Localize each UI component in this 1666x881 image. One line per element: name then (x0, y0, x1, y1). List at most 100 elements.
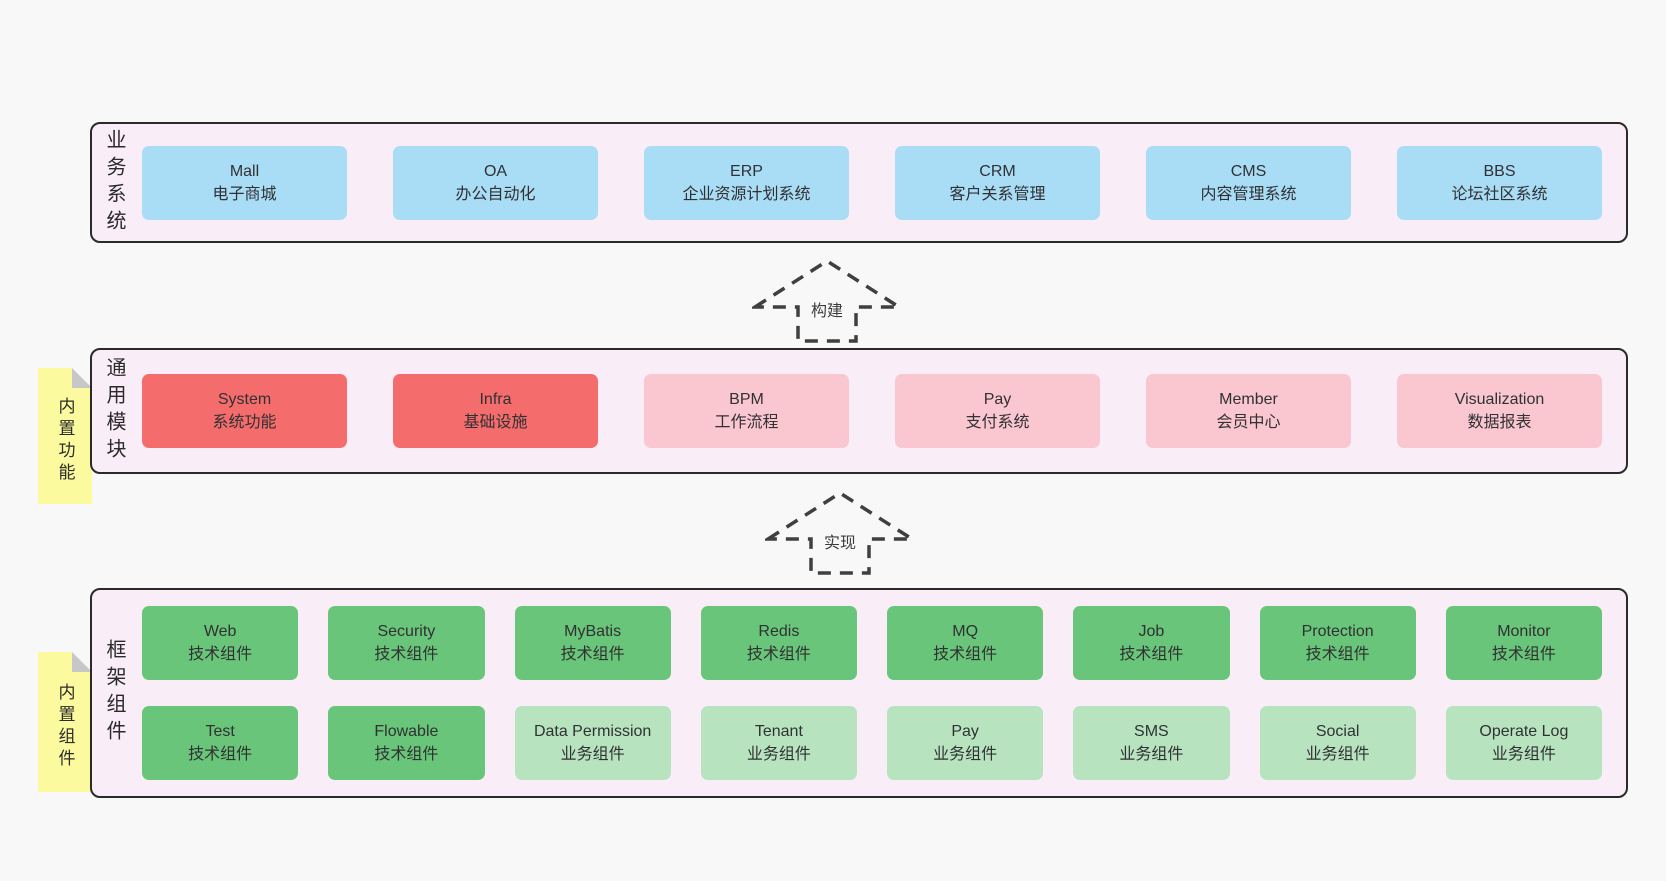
build-arrow: 构建 (752, 256, 902, 344)
module-subtitle: 工作流程 (714, 414, 779, 431)
module-title: BBS (1483, 162, 1516, 180)
module-title: Data Permission (533, 723, 652, 740)
module-subtitle: 技术组件 (374, 746, 439, 763)
module-box-tenant: Tenant 业务组件 (700, 706, 857, 780)
module-title: System (217, 391, 272, 408)
module-box-flowable: Flowable 技术组件 (328, 706, 485, 780)
module-title: Mall (229, 162, 260, 180)
module-subtitle: 内容管理系统 (1200, 185, 1297, 203)
module-subtitle: 系统功能 (212, 414, 277, 431)
module-title: Security (377, 623, 436, 640)
module-title: Pay (983, 391, 1012, 408)
module-subtitle: 技术组件 (933, 646, 998, 663)
module-subtitle: 基础设施 (463, 414, 528, 431)
module-subtitle: 企业资源计划系统 (682, 185, 811, 203)
module-title: Test (205, 723, 235, 740)
up-block-arrow-icon (752, 258, 902, 343)
layer-label-business-systems: 业务系统 (103, 128, 125, 237)
layer-label-framework-components: 框架组件 (103, 639, 125, 747)
module-subtitle: 业务组件 (746, 746, 811, 763)
module-subtitle: 办公自动化 (455, 185, 536, 203)
module-box-bbs: BBS 论坛社区系统 (1397, 145, 1602, 220)
module-title: OA (483, 162, 508, 180)
module-box-pay: Pay 支付系统 (895, 374, 1100, 448)
module-subtitle: 业务组件 (1119, 746, 1184, 763)
module-title: Tenant (754, 723, 803, 740)
module-box-erp: ERP 企业资源计划系统 (644, 145, 849, 220)
module-box-monitor: Monitor 技术组件 (1445, 606, 1602, 680)
module-subtitle: 技术组件 (1305, 646, 1370, 663)
module-subtitle: 技术组件 (188, 746, 253, 763)
module-subtitle: 业务组件 (1305, 746, 1370, 763)
module-title: SMS (1134, 723, 1169, 740)
module-title: Visualization (1454, 391, 1545, 408)
module-box-test: Test 技术组件 (142, 706, 299, 780)
module-title: CMS (1230, 162, 1267, 180)
module-title: Redis (758, 623, 800, 640)
module-title: CRM (979, 162, 1016, 180)
module-box-mq: MQ 技术组件 (887, 606, 1044, 680)
module-title: Operate Log (1479, 723, 1569, 740)
module-subtitle: 技术组件 (374, 646, 439, 663)
module-box-security: Security 技术组件 (328, 606, 485, 680)
module-title: MQ (952, 623, 979, 640)
module-subtitle: 业务组件 (560, 746, 625, 763)
up-block-arrow-icon (765, 490, 915, 575)
module-title: Job (1138, 623, 1165, 640)
module-box-web: Web 技术组件 (142, 606, 299, 680)
sticky-note-builtin-features: 内置功能 (38, 368, 92, 504)
layer-label-common-modules: 通用模块 (103, 357, 125, 465)
module-box-sms: SMS 业务组件 (1073, 706, 1230, 780)
module-box-mall: Mall 电子商城 (142, 145, 347, 220)
module-title: Flowable (374, 723, 439, 740)
module-title: Member (1219, 391, 1278, 408)
module-title: ERP (730, 162, 763, 180)
module-box-cms: CMS 内容管理系统 (1146, 145, 1351, 220)
layer-common-modules: 通用模块 System 系统功能 Infra 基础设施 BPM 工作流程 Pay 支付系统 Me… (90, 348, 1628, 474)
build-arrow-label: 构建 (807, 297, 847, 321)
sticky-note-text: 内置组件 (55, 683, 75, 771)
module-box-infra: Infra 基础设施 (393, 374, 598, 448)
module-title: Infra (479, 391, 512, 408)
module-subtitle: 技术组件 (746, 646, 811, 663)
module-title: Protection (1301, 623, 1374, 640)
module-box-operate-log: Operate Log 业务组件 (1445, 706, 1602, 780)
sticky-note-builtin-components: 内置组件 (38, 652, 92, 792)
module-subtitle: 业务组件 (1491, 746, 1556, 763)
module-box-visualization: Visualization 数据报表 (1397, 374, 1602, 448)
module-title: Monitor (1497, 623, 1551, 640)
module-subtitle: 技术组件 (1491, 646, 1556, 663)
module-box-redis: Redis 技术组件 (700, 606, 857, 680)
module-box-oa: OA 办公自动化 (393, 145, 598, 220)
sticky-note-text: 内置功能 (55, 397, 75, 485)
module-title: Pay (951, 723, 979, 740)
module-subtitle: 数据报表 (1467, 414, 1532, 431)
module-subtitle: 电子商城 (212, 185, 277, 203)
module-subtitle: 技术组件 (560, 646, 625, 663)
module-box-system: System 系统功能 (142, 374, 347, 448)
module-box-protection: Protection 技术组件 (1259, 606, 1416, 680)
implement-arrow: 实现 (765, 488, 915, 576)
module-box-mybatis: MyBatis 技术组件 (514, 606, 671, 680)
module-subtitle: 论坛社区系统 (1451, 185, 1548, 203)
module-title: MyBatis (564, 623, 622, 640)
module-box-data-permission: Data Permission 业务组件 (514, 706, 671, 780)
implement-arrow-label: 实现 (820, 529, 860, 553)
module-title: BPM (729, 391, 764, 408)
module-subtitle: 支付系统 (965, 414, 1030, 431)
module-title: Web (203, 623, 237, 640)
module-box-bpm: BPM 工作流程 (644, 374, 849, 448)
module-subtitle: 技术组件 (188, 646, 253, 663)
